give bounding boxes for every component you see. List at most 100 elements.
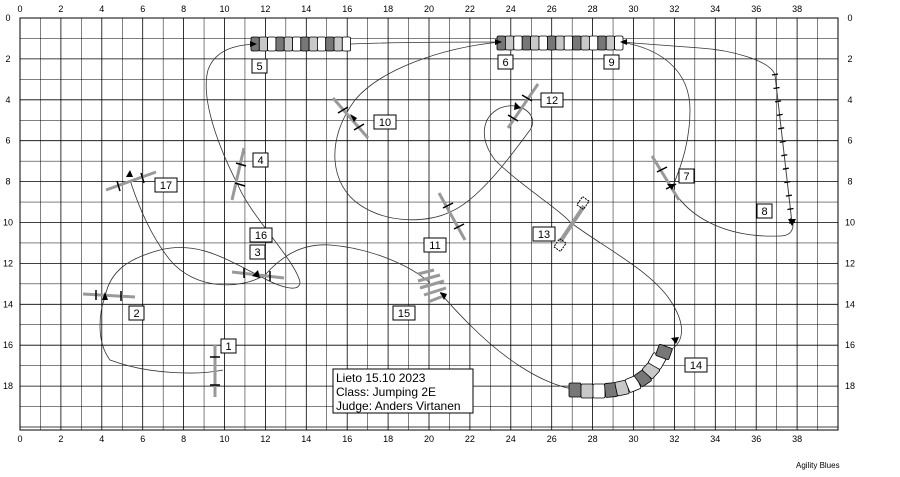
x-tick-label-bottom: 28 — [588, 434, 598, 444]
x-tick-label-top: 16 — [342, 4, 352, 14]
y-tick-label-left: 8 — [5, 177, 10, 187]
path-2-to-3 — [104, 247, 259, 298]
svg-text:14: 14 — [690, 360, 702, 372]
tunnel-segment — [655, 343, 673, 361]
x-tick-label-bottom: 26 — [547, 434, 557, 444]
path-7-to-8 — [671, 187, 794, 237]
svg-text:17: 17 — [160, 180, 172, 192]
x-tick-label-bottom: 6 — [140, 434, 145, 444]
x-tick-label-bottom: 22 — [465, 434, 475, 444]
x-tick-label-top: 2 — [58, 4, 63, 14]
tunnel-segment — [316, 36, 327, 52]
tunnel-segment — [547, 35, 557, 51]
weave-pole — [785, 194, 793, 197]
tunnel-segment — [605, 35, 616, 51]
x-tick-label-top: 18 — [383, 4, 393, 14]
obstacle-number-labels: 1 2 3 4 5 6 7 8 9 10 11 12 13 14 15 16 1… — [128, 54, 773, 373]
y-tick-label-right: 16 — [845, 340, 855, 350]
svg-text:10: 10 — [379, 117, 391, 129]
weave-pole — [782, 167, 789, 170]
tunnel-segment — [283, 36, 293, 52]
y-tick-label-left: 14 — [3, 299, 13, 309]
x-tick-label-top: 4 — [99, 4, 104, 14]
obstacle-label-17: 17 — [154, 177, 178, 193]
path-3-to-4 — [237, 184, 301, 289]
y-tick-label-right: 18 — [845, 381, 855, 391]
weave-pole — [778, 127, 785, 130]
tunnel-segment — [258, 36, 268, 52]
path-1-to-2 — [99, 296, 224, 374]
weave-poles-obstacle-8 — [771, 73, 796, 224]
path-9-to-10 — [334, 41, 501, 221]
x-tick-label-top: 8 — [181, 4, 186, 14]
tunnel-segment — [300, 36, 310, 52]
tunnel-segment — [308, 36, 318, 52]
y-tick-label-right: 0 — [847, 13, 852, 23]
y-tick-label-right: 12 — [845, 258, 855, 268]
svg-text:4: 4 — [257, 155, 263, 167]
obstacle-label-16: 16 — [249, 227, 273, 243]
y-tick-label-left: 12 — [3, 258, 13, 268]
tunnel-segment — [580, 35, 590, 51]
weave-pole — [787, 207, 794, 211]
weave-pole — [771, 73, 779, 76]
x-tick-label-top: 32 — [669, 4, 679, 14]
tunnel-segment — [572, 35, 582, 51]
obstacle-label-14: 14 — [684, 357, 708, 373]
svg-text:13: 13 — [538, 229, 550, 241]
x-tick-label-bottom: 34 — [710, 434, 720, 444]
x-tick-label-bottom: 12 — [260, 434, 270, 444]
x-tick-label-top: 12 — [260, 4, 270, 14]
info-class: Class: Jumping 2E — [336, 385, 436, 399]
x-tick-label-bottom: 38 — [792, 434, 802, 444]
y-tick-label-left: 18 — [3, 381, 13, 391]
path-10-to-11 — [449, 105, 571, 223]
weave-pole — [779, 140, 786, 143]
arrow-into-5 — [250, 41, 257, 47]
y-tick-label-right: 4 — [847, 95, 852, 105]
tunnel-segment — [325, 36, 335, 52]
y-tick-label-right: 2 — [847, 54, 852, 64]
y-tick-label-right: 6 — [847, 136, 852, 146]
direction-arrows — [102, 39, 796, 344]
y-tick-label-left: 2 — [5, 54, 10, 64]
y-tick-label-left: 0 — [5, 13, 10, 23]
arrow-into-7 — [667, 184, 675, 190]
svg-text:16: 16 — [255, 230, 267, 242]
obstacle-label-10: 10 — [373, 114, 397, 130]
tunnel-segment — [513, 35, 523, 51]
obstacle-label-1: 1 — [220, 338, 237, 354]
arrow-into-2 — [102, 292, 108, 300]
jump-obstacle-1 — [210, 345, 220, 397]
arrow-into-17 — [126, 170, 133, 177]
obstacle-label-2: 2 — [128, 305, 145, 321]
path-14-to-15 — [439, 292, 579, 391]
tunnel-obstacle-6-9 — [496, 35, 624, 51]
axis-tick-labels: 0022446688101012121414161618182020222224… — [3, 4, 855, 444]
tunnel-segment — [597, 35, 607, 51]
x-tick-label-top: 10 — [219, 4, 229, 14]
path-8-to-9 — [619, 41, 776, 76]
svg-text:8: 8 — [761, 206, 767, 218]
x-tick-label-bottom: 2 — [58, 434, 63, 444]
x-tick-label-bottom: 16 — [342, 434, 352, 444]
x-tick-label-bottom: 10 — [219, 434, 229, 444]
x-tick-label-bottom: 20 — [424, 434, 434, 444]
obstacle-label-11: 11 — [423, 237, 447, 253]
credit-label: Agility Blues — [796, 461, 840, 470]
tunnel-segment — [580, 383, 594, 399]
tunnel-segment — [292, 36, 302, 52]
obstacle-label-4: 4 — [252, 152, 269, 168]
obstacle-label-8: 8 — [756, 203, 773, 219]
arrow-into-12 — [514, 102, 521, 110]
obstacle-label-13: 13 — [532, 226, 556, 242]
jump-obstacle-17 — [105, 170, 157, 192]
course-path — [99, 41, 794, 391]
y-tick-label-left: 16 — [3, 340, 13, 350]
tunnel-segment — [275, 36, 285, 52]
x-tick-label-top: 22 — [465, 4, 475, 14]
svg-text:7: 7 — [683, 171, 689, 183]
info-judge: Judge: Anders Virtanen — [336, 399, 461, 413]
tunnel-segment — [538, 35, 548, 51]
svg-text:2: 2 — [133, 308, 139, 320]
